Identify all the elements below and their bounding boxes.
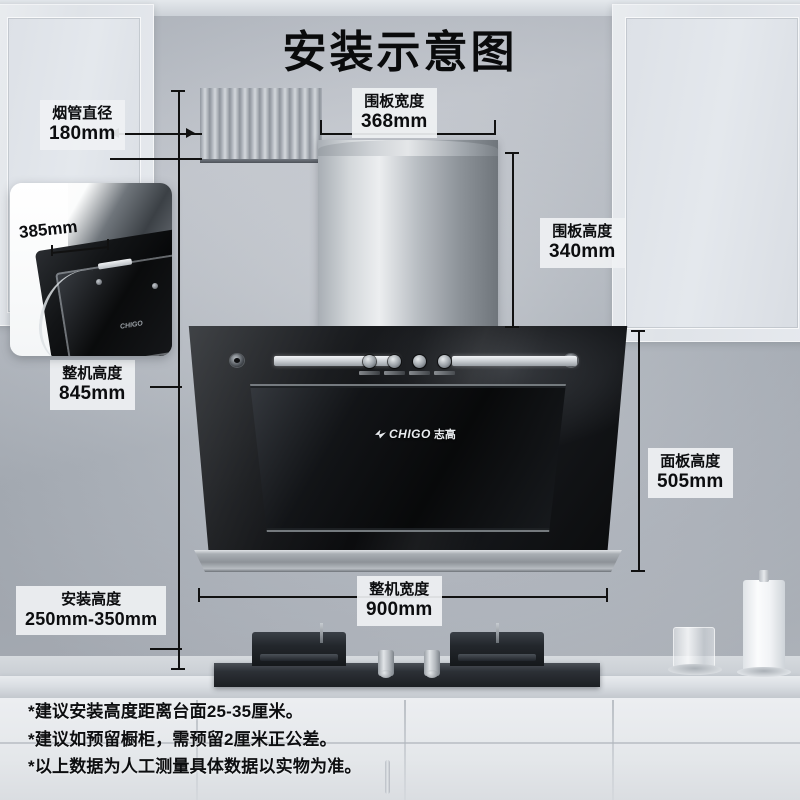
label-value: 340mm [549,240,616,262]
label-duct-diameter: 烟管直径 180mm [40,100,125,151]
dim-line-panel-height [638,330,640,572]
control-button-3[interactable] [409,354,430,375]
base-cabinets [0,698,800,800]
control-panel[interactable] [292,348,522,375]
base-cabinet-seam [404,700,406,800]
led-lamp-right [452,356,577,366]
dim-line-shroud-height [512,152,514,328]
brand-logo-cn: 志高 [433,429,456,441]
cabinet-panel [625,17,799,329]
sensor-left-icon [230,354,244,367]
inset-sensor-icon [152,283,158,289]
label-title: 围板高度 [552,223,613,240]
note-item: *以上数据为人工测量具体数据以实物为准。 [28,757,362,777]
utensil-glass-holder [668,627,722,675]
dim-cap [320,120,322,134]
base-drawer-seam [0,742,800,744]
note-item: *建议如预留橱柜，需预留2厘米正公差。 [28,729,337,749]
label-value: 180mm [49,122,116,144]
dim-cap [631,330,645,332]
burner-igniter [496,623,499,643]
dim-leader-duct-diameter-2 [110,158,202,160]
page-title: 安装示意图 [282,28,518,77]
label-total-width: 整机宽度 900mm [357,576,442,627]
base-cabinet-seam [612,700,614,800]
range-hood: CHIGO 志高 [182,326,634,558]
dim-cap [631,570,645,572]
dim-cap [198,588,200,602]
dim-leader-total-height [150,386,182,388]
chigo-mark-icon [375,429,386,439]
led-lamp-left [274,356,399,366]
dim-cap [171,668,185,670]
upper-cabinet-right [612,4,800,342]
label-value: 250mm-350mm [25,608,158,629]
label-title: 整机高度 [62,365,123,382]
label-panel-height: 面板高度 505mm [648,448,733,499]
label-title: 围板宽度 [364,93,425,110]
inset-sensor-icon [96,279,102,285]
cooktop-burner-left [252,632,346,666]
chimney-shroud-top [318,140,498,156]
label-value: 368mm [361,110,428,132]
flexible-duct-hose [200,88,322,163]
inset-dim-cap [107,239,109,250]
label-install-height: 安装高度 250mm-350mm [16,586,167,635]
dim-cap [505,152,519,154]
dim-arrow [186,128,195,138]
label-title: 安装高度 [61,591,122,608]
brand-logo-text: CHIGO [389,427,431,441]
dim-cap [606,588,608,602]
control-button-1[interactable] [359,354,380,375]
label-value: 845mm [59,382,126,404]
chimney-shroud [318,140,498,330]
dim-cap [505,326,519,328]
dim-line-install-vertical [178,90,180,670]
dim-leader-duct-diameter [110,133,202,135]
label-shroud-width: 围板宽度 368mm [352,88,437,139]
drawer-handle [385,760,390,794]
dim-leader-install-height [150,648,182,650]
dim-cap [494,120,496,134]
label-shroud-height: 围板高度 340mm [540,218,625,269]
label-value: 900mm [366,598,433,620]
label-value: 505mm [657,470,724,492]
note-item: *建议安装高度距离台面25-35厘米。 [28,702,303,721]
label-total-height: 整机高度 845mm [50,360,135,411]
brand-logo: CHIGO 志高 [375,426,456,442]
burner-igniter [320,623,323,643]
control-button-2[interactable] [384,354,405,375]
label-title: 整机宽度 [369,581,430,598]
hood-bottom-trim [194,550,622,572]
dim-cap [171,90,185,92]
label-title: 烟管直径 [52,105,113,122]
gas-cooktop [214,663,600,687]
detail-inset-photo: CHIGO 385mm [10,183,172,356]
label-title: 面板高度 [660,453,721,470]
notes-list: *建议安装高度距离台面25-35厘米。 *建议如预留橱柜，需预留2厘米正公差。 … [28,698,548,781]
cooktop-knob-left[interactable] [378,650,394,678]
ceiling-soffit [0,0,800,16]
paper-towel-roll [737,570,791,677]
base-cabinet-seam [196,700,198,800]
countertop [0,676,800,698]
inset-dim-cap [51,245,53,256]
control-button-4[interactable] [434,354,455,375]
oil-collection-window [250,384,566,532]
cooktop-knob-right[interactable] [424,650,440,678]
